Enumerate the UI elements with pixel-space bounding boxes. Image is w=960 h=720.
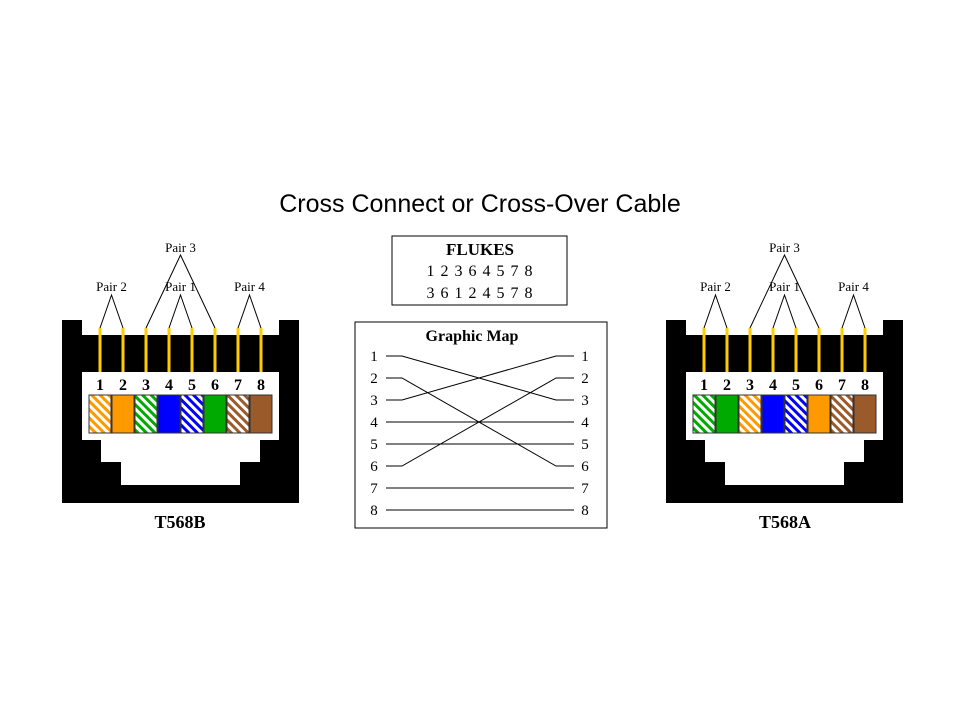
pin-number: 2 [723,377,731,394]
flukes-box: FLUKES 1 2 3 6 4 5 7 8 3 6 1 2 4 5 7 8 [391,235,568,306]
wire-4 [761,394,785,434]
map-right-pin: 6 [581,459,589,475]
map-left-pin: 6 [370,459,378,475]
flukes-frame [391,235,568,306]
map-right-pin: 3 [581,393,589,409]
pair-bracket [99,293,124,329]
map-right-pin: 8 [581,503,589,519]
map-left-pin: 4 [370,415,378,431]
pin-number: 6 [211,377,219,394]
page-title: Cross Connect or Cross-Over Cable [279,190,681,218]
pair-2-label: Pair 2 [700,279,731,294]
graphic-map-box: Graphic Map 1 2 3 4 5 6 7 8 1 2 3 4 5 6 7 8 [354,321,608,529]
pin-number: 4 [165,377,173,394]
map-left-pin: 5 [370,437,378,453]
map-right-pin: 2 [581,371,589,387]
pin-number: 8 [257,377,265,394]
pair-4-label: Pair 4 [234,279,265,294]
pin-number: 8 [861,377,869,394]
wire-1 [88,394,112,434]
pair-4-label: Pair 4 [838,279,869,294]
pin-number: 7 [838,377,846,394]
graphic-map-title: Graphic Map [426,328,519,345]
wire-3 [134,394,158,434]
map-left-pin: 1 [370,349,378,365]
pin-number: 1 [96,377,104,394]
wire-6 [203,394,227,434]
pair-bracket [237,293,262,329]
flukes-row-1: 1 2 3 6 4 5 7 8 [427,263,534,280]
pin-number: 5 [188,377,196,394]
wire-7 [830,394,854,434]
flukes-title: FLUKES [446,240,514,259]
pair-bracket [145,253,216,329]
map-connection [386,355,574,401]
map-right-pin: 5 [581,437,589,453]
map-connection [386,377,574,467]
wire-7 [226,394,250,434]
pin-number: 7 [234,377,242,394]
flukes-row-2: 3 6 1 2 4 5 7 8 [427,285,534,302]
pair-bracket [772,293,797,329]
wire-6 [807,394,831,434]
map-left-pin: 8 [370,503,378,519]
pin-number: 2 [119,377,127,394]
pair-brackets: Pair 2 Pair 1 Pair 4 Pair 3 [96,240,265,329]
wire-1 [692,394,716,434]
pair-1-label: Pair 1 [769,279,800,294]
pin-number: 6 [815,377,823,394]
pair-bracket [703,293,728,329]
connector-label-t568a: T568A [759,512,811,532]
pin-number: 5 [792,377,800,394]
wire-5 [784,394,808,434]
pin-number: 1 [700,377,708,394]
map-right-pin: 4 [581,415,589,431]
graphic-map-frame [354,321,608,529]
map-right-pin: 1 [581,349,589,365]
pair-2-label: Pair 2 [96,279,127,294]
pair-brackets: Pair 2 Pair 1 Pair 4 Pair 3 [700,240,869,329]
pin-number: 3 [746,377,754,394]
wire-3 [738,394,762,434]
pin-number: 3 [142,377,150,394]
pair-bracket [168,293,193,329]
pair-bracket [749,253,820,329]
connector-label-t568b: T568B [154,512,205,532]
pair-3-label: Pair 3 [769,240,800,255]
pair-bracket [841,293,866,329]
pair-3-label: Pair 3 [165,240,196,255]
map-right-pin: 7 [581,481,589,497]
map-left-pin: 2 [370,371,378,387]
wire-4 [157,394,181,434]
wire-array [692,328,877,434]
map-lines: 1 2 3 4 5 6 7 8 1 2 3 4 5 6 7 8 [370,349,589,519]
pin-number: 4 [769,377,777,394]
wire-8 [249,394,273,434]
wire-8 [853,394,877,434]
wire-2 [715,394,739,434]
map-left-pin: 3 [370,393,378,409]
wire-2 [111,394,135,434]
wire-5 [180,394,204,434]
pair-1-label: Pair 1 [165,279,196,294]
wire-array [88,328,273,434]
map-left-pin: 7 [370,481,378,497]
